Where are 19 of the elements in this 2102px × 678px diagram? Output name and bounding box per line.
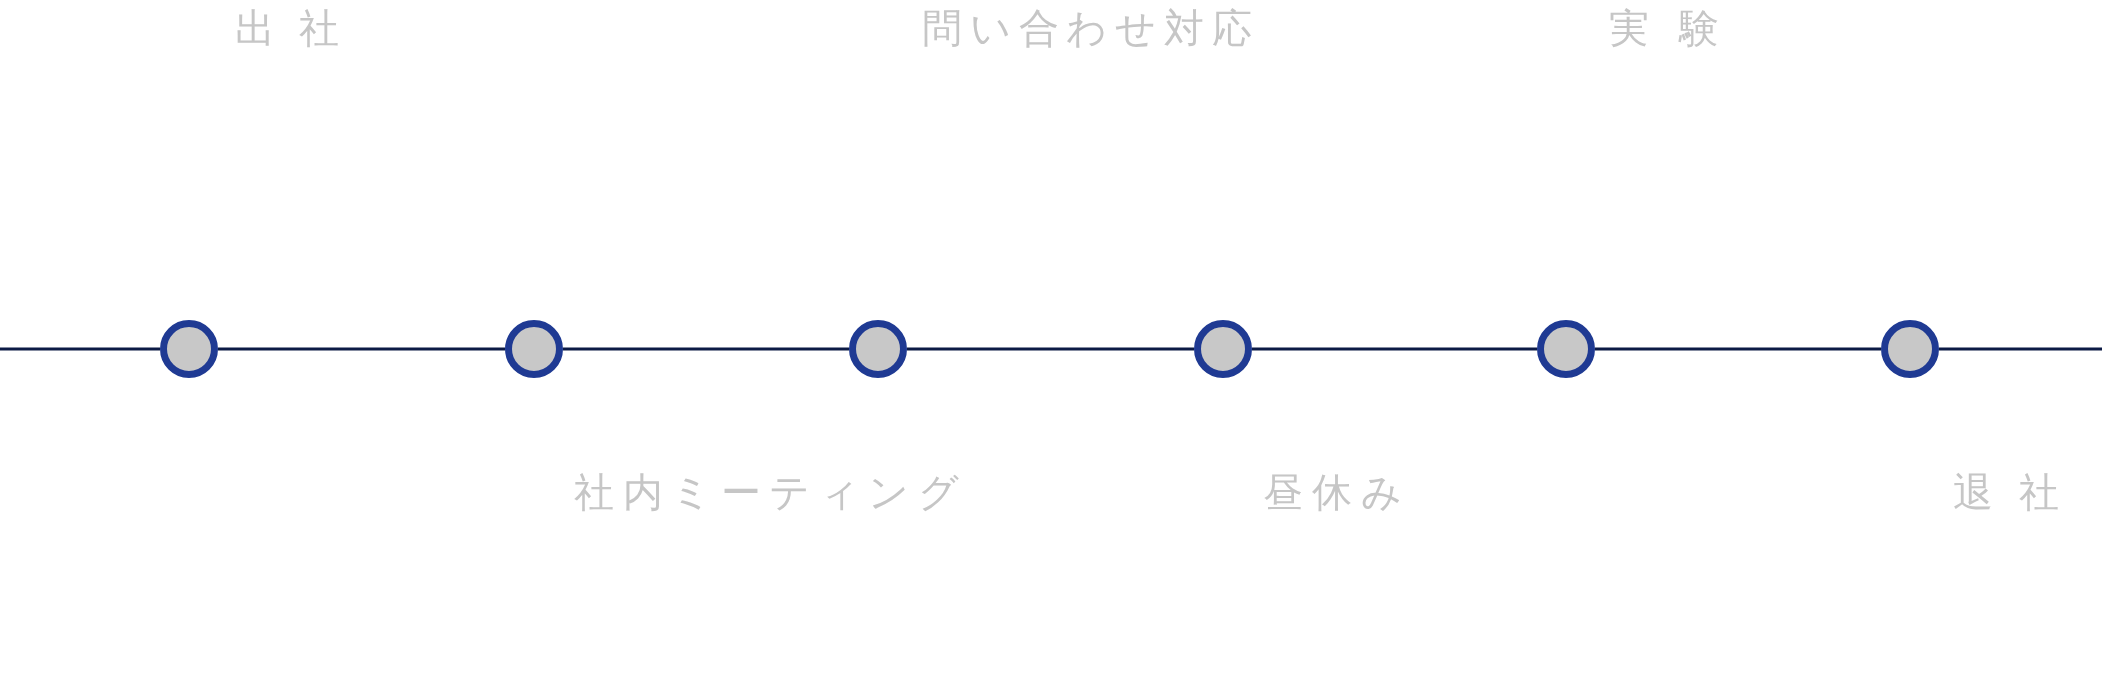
event-label: 出社: [235, 4, 339, 52]
timeline-line: [1252, 347, 1537, 351]
timeline-marker: [1537, 320, 1595, 378]
event-label: 問い合わせ対応: [922, 4, 1252, 52]
timeline-marker: [160, 320, 218, 378]
timeline-line: [563, 347, 849, 351]
event-label: 退社: [1953, 468, 2059, 516]
timeline-line: [907, 347, 1194, 351]
timeline-line: [1939, 347, 2102, 351]
event-label: 社内ミーティング: [574, 468, 959, 516]
timeline-line: [1595, 347, 1881, 351]
timeline-marker: [1194, 320, 1252, 378]
event-label: 昼休み: [1263, 468, 1402, 516]
timeline-line: [218, 347, 505, 351]
timeline-marker: [505, 320, 563, 378]
event-label: 実験: [1609, 4, 1719, 52]
timeline-line: [0, 347, 160, 351]
timeline-marker: [849, 320, 907, 378]
timeline-marker: [1881, 320, 1939, 378]
